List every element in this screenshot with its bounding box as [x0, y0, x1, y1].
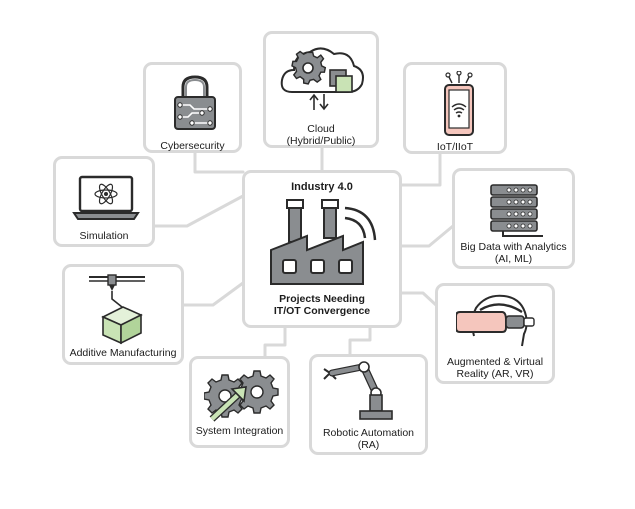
node-bigdata: Big Data with Analytics (AI, ML) — [452, 168, 575, 269]
factory-icon — [270, 199, 377, 285]
server-rack-icon — [490, 184, 543, 237]
node-ar-vr-label: Augmented & Virtual Reality (AR, VR) — [438, 356, 552, 380]
center-subtitle: Projects Needing IT/OT Convergence — [245, 293, 399, 317]
laptop-atom-icon — [72, 175, 140, 220]
node-bigdata-label-line2: (AI, ML) — [494, 253, 533, 265]
node-robotic-label: Robotic Automation (RA) — [312, 427, 425, 451]
node-ar-vr-label-line1: Augmented & Virtual — [446, 356, 544, 368]
connector-bigdata — [399, 224, 455, 248]
gears-arrow-icon — [204, 370, 279, 422]
node-ar-vr-label-line2: Reality (AR, VR) — [456, 368, 534, 380]
node-robotic-label-line2: (RA) — [357, 439, 380, 451]
smartphone-wifi-icon — [444, 71, 474, 136]
node-cloud-label-line2: (Hybrid/Public) — [286, 135, 356, 147]
node-robotic-label-line1: Robotic Automation — [322, 427, 415, 439]
connector-cybersecurity — [193, 150, 245, 174]
node-additive: Additive Manufacturing — [62, 264, 184, 365]
connector-additive — [181, 281, 245, 307]
node-cloud: Cloud (Hybrid/Public) — [263, 31, 379, 148]
node-industry-4: Industry 4.0 Projects Needing IT/OT Conv… — [242, 170, 402, 328]
node-bigdata-label-line1: Big Data with Analytics — [460, 241, 567, 253]
node-iot-label: IoT/IIoT — [436, 141, 474, 153]
center-subtitle-line2: IT/OT Convergence — [273, 305, 371, 317]
center-subtitle-line1: Projects Needing — [279, 293, 365, 305]
node-system-integration: System Integration — [189, 356, 290, 448]
center-title: Industry 4.0 — [291, 181, 353, 193]
node-cloud-label-line1: Cloud — [307, 123, 335, 135]
cloud-gear-icon — [280, 47, 364, 111]
node-simulation: Simulation — [53, 156, 155, 247]
circuit-padlock-icon — [174, 75, 216, 130]
3d-printer-icon — [89, 274, 145, 345]
node-ar-vr: Augmented & Virtual Reality (AR, VR) — [435, 283, 555, 384]
node-robotic: Robotic Automation (RA) — [309, 354, 428, 455]
connector-iot — [399, 151, 442, 187]
node-cloud-label: Cloud (Hybrid/Public) — [266, 123, 376, 147]
node-cybersecurity-label: Cybersecurity — [160, 140, 225, 152]
robot-arm-icon — [323, 361, 393, 420]
node-system-integration-label: System Integration — [195, 425, 284, 437]
connector-system-integration — [263, 326, 287, 358]
node-cybersecurity: Cybersecurity — [143, 62, 242, 153]
connector-ar-vr — [399, 291, 438, 307]
node-bigdata-label: Big Data with Analytics (AI, ML) — [455, 241, 572, 265]
vr-headset-icon — [456, 294, 535, 347]
node-additive-label: Additive Manufacturing — [69, 347, 177, 359]
node-simulation-label: Simulation — [79, 230, 129, 242]
connector-simulation — [152, 194, 245, 228]
node-iot: IoT/IIoT — [403, 62, 507, 154]
connector-robotic — [348, 326, 372, 358]
